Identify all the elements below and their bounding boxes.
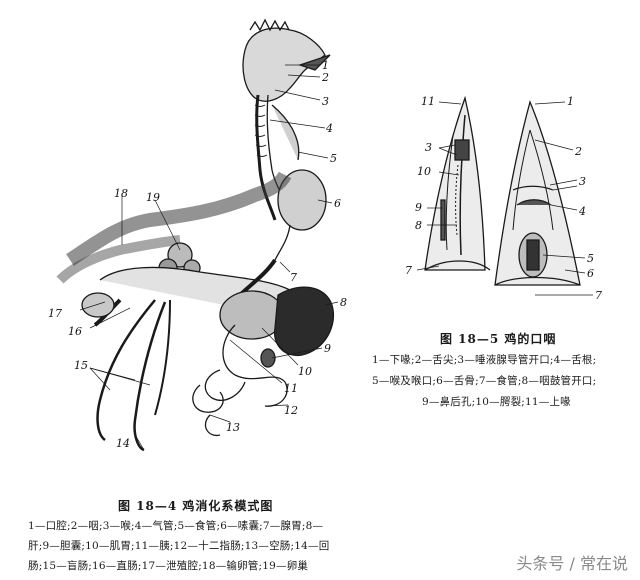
label-3: 3 [322, 95, 329, 108]
oro-label-8: 8 [415, 219, 422, 232]
label-1: 1 [322, 59, 329, 72]
label-19: 19 [146, 191, 160, 204]
oropharynx-illustration: 11 3 10 9 8 7 1 2 3 4 5 6 7 [395, 90, 625, 305]
label-8: 8 [340, 296, 347, 309]
oro-label-11: 11 [421, 95, 435, 108]
oro-label-2: 2 [575, 145, 582, 158]
oro-label-4: 4 [579, 205, 586, 218]
digestive-system-drawing [56, 18, 339, 452]
label-16: 16 [68, 325, 82, 338]
oro-label-3-left: 3 [425, 141, 432, 154]
right-legend-line-2: 5—喉及喉口;6—舌骨;7—食管;8—咽鼓管开口; [372, 375, 597, 387]
oro-label-1: 1 [567, 95, 574, 108]
label-5: 5 [330, 152, 337, 165]
right-figure-title: 图 18—5 鸡的口咽 [440, 332, 557, 346]
digestive-system-illustration: 1 2 3 4 5 6 7 8 9 10 11 12 13 14 15 16 1… [40, 10, 370, 480]
label-12: 12 [284, 404, 298, 417]
oro-label-9: 9 [415, 201, 422, 214]
label-10: 10 [298, 365, 312, 378]
oro-label-7-right: 7 [595, 289, 602, 302]
left-legend-line-3: 肠;15—盲肠;16—直肠;17—泄殖腔;18—输卵管;19—卵巢 [28, 560, 309, 572]
oropharynx-drawing [416, 95, 593, 296]
label-4: 4 [326, 122, 333, 135]
oro-label-3-right: 3 [579, 175, 586, 188]
label-7: 7 [290, 271, 297, 284]
label-6: 6 [334, 197, 341, 210]
label-15: 15 [74, 359, 88, 372]
label-13: 13 [226, 421, 240, 434]
right-legend-line-1: 1—下喙;2—舌尖;3—唾液腺导管开口;4—舌根; [372, 354, 597, 366]
oro-label-5: 5 [587, 252, 594, 265]
oro-label-10: 10 [417, 165, 431, 178]
oro-label-7-left: 7 [405, 264, 412, 277]
label-17: 17 [48, 307, 62, 320]
oro-label-6: 6 [587, 267, 594, 280]
left-legend-line-1: 1—口腔;2—咽;3—喉;4—气管;5—食管;6—嗉囊;7—腺胃;8— [28, 520, 324, 532]
label-11: 11 [284, 382, 298, 395]
left-figure-title: 图 18—4 鸡消化系模式图 [118, 499, 274, 513]
left-legend-line-2: 肝;9—胆囊;10—肌胃;11—胰;12—十二指肠;13—空肠;14—回 [28, 540, 330, 552]
label-18: 18 [114, 187, 128, 200]
right-legend-line-3: 9—鼻后孔;10—腭裂;11—上喙 [422, 396, 571, 408]
watermark: 头条号 / 常在说 [516, 554, 628, 573]
label-2: 2 [322, 71, 329, 84]
label-14: 14 [116, 437, 130, 450]
label-9: 9 [324, 342, 331, 355]
